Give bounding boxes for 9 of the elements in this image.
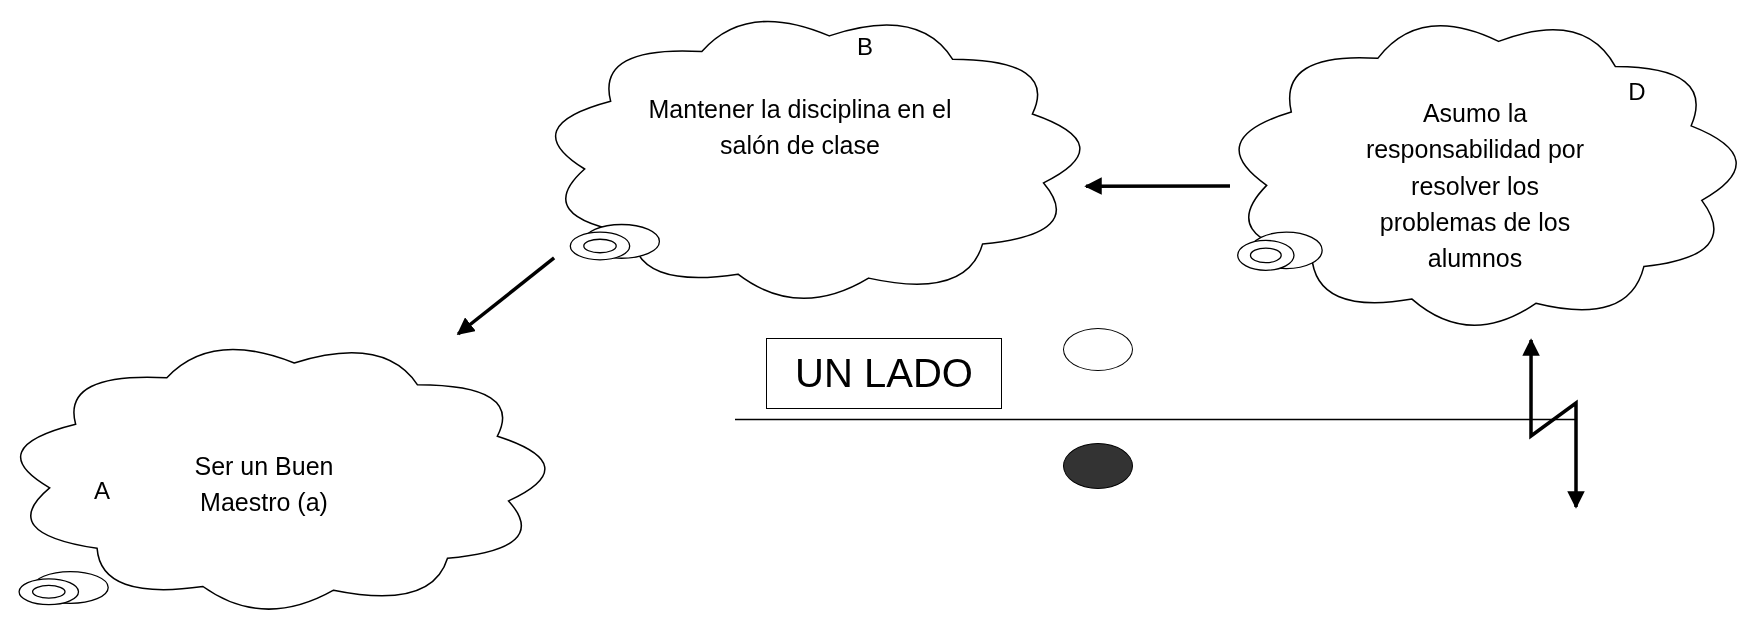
cloud-letter: D (1628, 78, 1646, 106)
cloud-letter: B (857, 33, 873, 61)
cloud-text: Mantener la disciplina en el salón de clase (647, 93, 953, 161)
label-box: UN LADO (766, 338, 1002, 409)
arrow (456, 256, 556, 336)
cloud-letter: A (94, 477, 110, 505)
arrow (1522, 338, 1585, 509)
cloud-text: Asumo la responsabilidad por resolver los problemas de los alumnos (1364, 98, 1586, 275)
cloud-text: Ser un Buen Maestro (a) (193, 450, 335, 518)
